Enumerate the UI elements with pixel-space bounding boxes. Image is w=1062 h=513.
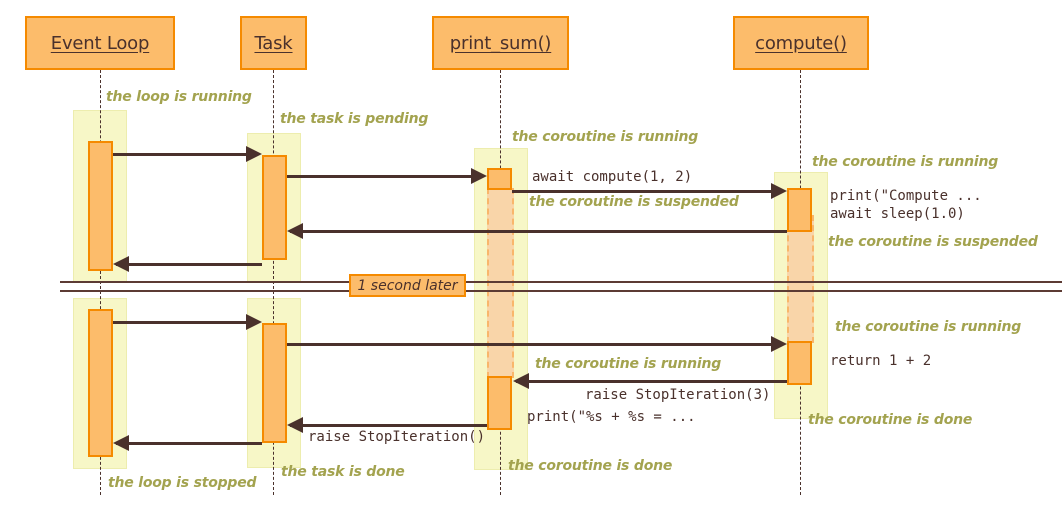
- arrow-head-task-to-loop-1: [113, 256, 129, 272]
- note-compute-done: the coroutine is done: [808, 412, 973, 428]
- arrow-line-task-to-printsum-1: [287, 175, 481, 178]
- arrow-line-printsum-to-task-2: [290, 424, 487, 427]
- arrow-line-loop-to-task-1: [113, 153, 256, 156]
- note-compute-running-2: the coroutine is running: [835, 319, 1022, 335]
- note-loop-running: the loop is running: [106, 89, 252, 105]
- arrow-head-printsum-to-compute-1: [771, 183, 787, 199]
- arrow-line-task-to-loop-2: [116, 442, 262, 445]
- note-printsum-running-2: the coroutine is running: [535, 356, 722, 372]
- note-loop-stopped: the loop is stopped: [108, 475, 257, 491]
- message-raise-stopiteration: raise StopIteration(): [308, 429, 486, 445]
- divider-rule-top: [60, 281, 1062, 283]
- message-await-sleep: await sleep(1.0): [830, 206, 965, 222]
- activation-suspended-print-sum: [487, 188, 514, 378]
- note-task-done: the task is done: [281, 464, 405, 480]
- participant-label-compute: compute(): [755, 32, 847, 54]
- activation-task-1: [262, 155, 287, 260]
- activation-compute-1: [787, 188, 812, 232]
- activation-compute-2: [787, 341, 812, 385]
- participant-box-event-loop[interactable]: Event Loop: [25, 16, 175, 70]
- message-print-result: print("%s + %s = ...: [527, 409, 696, 425]
- activation-print-sum-2: [487, 376, 512, 430]
- arrow-line-printsum-to-compute-1: [512, 190, 781, 193]
- note-task-pending: the task is pending: [280, 111, 429, 127]
- participant-label-task: Task: [254, 32, 293, 54]
- activation-print-sum-1: [487, 168, 512, 190]
- message-print-compute: print("Compute ...: [830, 188, 982, 204]
- arrow-line-compute-to-task-1: [290, 230, 787, 233]
- activation-suspended-compute: [787, 215, 814, 343]
- arrow-head-printsum-to-task-2: [287, 417, 303, 433]
- participant-label-print-sum: print_sum(): [449, 32, 552, 54]
- note-compute-suspended: the coroutine is suspended: [828, 234, 1038, 250]
- note-printsum-running-1: the coroutine is running: [512, 129, 699, 145]
- arrow-line-loop-to-task-2: [113, 321, 256, 324]
- arrow-head-loop-to-task-1: [246, 146, 262, 162]
- arrow-head-compute-to-printsum-2: [513, 373, 529, 389]
- message-return-sum: return 1 + 2: [830, 353, 932, 369]
- divider-box-1-second-later: 1 second later: [349, 274, 466, 297]
- activation-event-loop-1: [88, 141, 113, 271]
- note-printsum-suspended: the coroutine is suspended: [529, 194, 739, 210]
- participant-box-compute[interactable]: compute(): [733, 16, 869, 70]
- message-raise-stopiteration-3: raise StopIteration(3): [585, 387, 771, 403]
- participant-box-print-sum[interactable]: print_sum(): [432, 16, 569, 70]
- arrow-head-task-to-loop-2: [113, 435, 129, 451]
- message-await-compute: await compute(1, 2): [532, 169, 693, 185]
- divider-rule-bottom: [60, 290, 1062, 292]
- note-compute-running-1: the coroutine is running: [812, 154, 999, 170]
- arrow-head-loop-to-task-2: [246, 314, 262, 330]
- activation-task-2: [262, 323, 287, 443]
- participant-box-task[interactable]: Task: [240, 16, 307, 70]
- arrow-line-task-to-loop-1: [116, 263, 262, 266]
- note-printsum-done: the coroutine is done: [508, 458, 673, 474]
- arrow-head-compute-to-task-1: [287, 223, 303, 239]
- participant-label-event-loop: Event Loop: [50, 32, 150, 54]
- divider-label: 1 second later: [357, 277, 458, 294]
- arrow-head-task-to-printsum-1: [471, 168, 487, 184]
- activation-event-loop-2: [88, 309, 113, 457]
- arrow-line-task-to-compute-2: [287, 343, 781, 346]
- arrow-line-compute-to-printsum-2: [516, 380, 787, 383]
- arrow-head-task-to-compute-2: [771, 336, 787, 352]
